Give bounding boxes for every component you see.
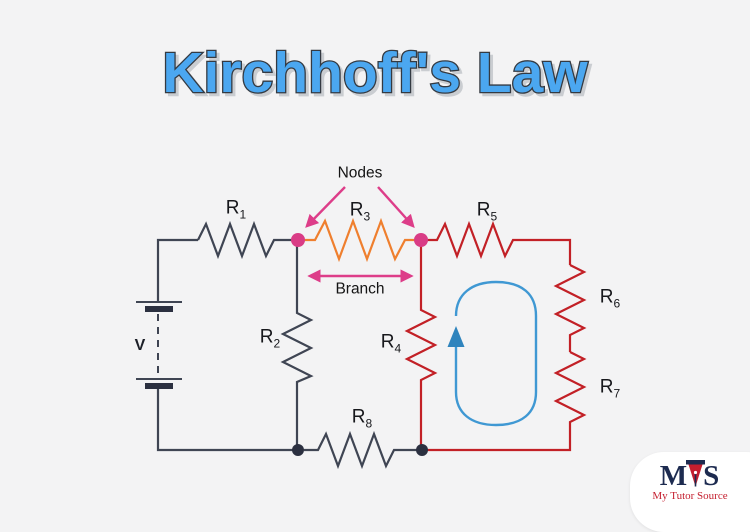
node-dot-right bbox=[414, 233, 428, 247]
junction-dot-bottom-right bbox=[416, 444, 428, 456]
nodes-arrow-left-icon bbox=[305, 186, 346, 228]
label-r5: R5 bbox=[476, 199, 498, 224]
current-loop bbox=[454, 280, 538, 427]
label-r1: R1 bbox=[225, 197, 247, 222]
label-r2: R2 bbox=[259, 326, 281, 351]
resistor-r8 bbox=[304, 430, 417, 470]
wire-bottom-left bbox=[156, 388, 300, 452]
label-r7: R7 bbox=[599, 376, 621, 401]
circuit-schematic: Kirchhoff's Law Kirchhoff's Law bbox=[136, 40, 593, 470]
junction-dot-bottom-left bbox=[292, 444, 304, 456]
current-loop-arrowhead-icon bbox=[447, 326, 465, 347]
brand-tagline: My Tutor Source bbox=[652, 490, 728, 502]
node-dot-left bbox=[291, 233, 305, 247]
label-nodes: Nodes bbox=[337, 164, 383, 182]
brand-letter-s: S bbox=[703, 459, 721, 492]
label-r6: R6 bbox=[599, 286, 621, 311]
resistor-r1 bbox=[197, 220, 292, 260]
page-title: Kirchhoff's Law bbox=[162, 41, 588, 105]
kirchhoff-law-diagram: Kirchhoff's Law Kirchhoff's Law bbox=[134, 39, 750, 532]
brand-logo-inner: M S My Tutor Source bbox=[630, 459, 750, 502]
label-r3: R3 bbox=[349, 199, 371, 224]
label-r4: R4 bbox=[380, 331, 402, 356]
resistor-r6 bbox=[553, 264, 587, 352]
wire-top-left bbox=[156, 238, 198, 302]
resistor-r2-branch bbox=[280, 246, 314, 446]
label-branch: Branch bbox=[335, 280, 385, 298]
page-title-shadow: Kirchhoff's Law bbox=[165, 44, 591, 108]
label-r8: R8 bbox=[351, 406, 373, 431]
brand-logo: M S My Tutor Source bbox=[630, 452, 750, 532]
resistor-r5-top-right bbox=[427, 220, 572, 265]
resistor-r3 bbox=[304, 217, 415, 263]
pen-nib-icon bbox=[686, 460, 706, 487]
brand-letter-m: M bbox=[659, 459, 689, 492]
label-voltage-source: V bbox=[134, 337, 146, 354]
brand-abbreviation: M S bbox=[659, 459, 721, 492]
nodes-arrow-right-icon bbox=[377, 186, 415, 228]
resistor-r7-bottom-right bbox=[427, 351, 587, 452]
resistor-r4-branch bbox=[404, 246, 438, 446]
